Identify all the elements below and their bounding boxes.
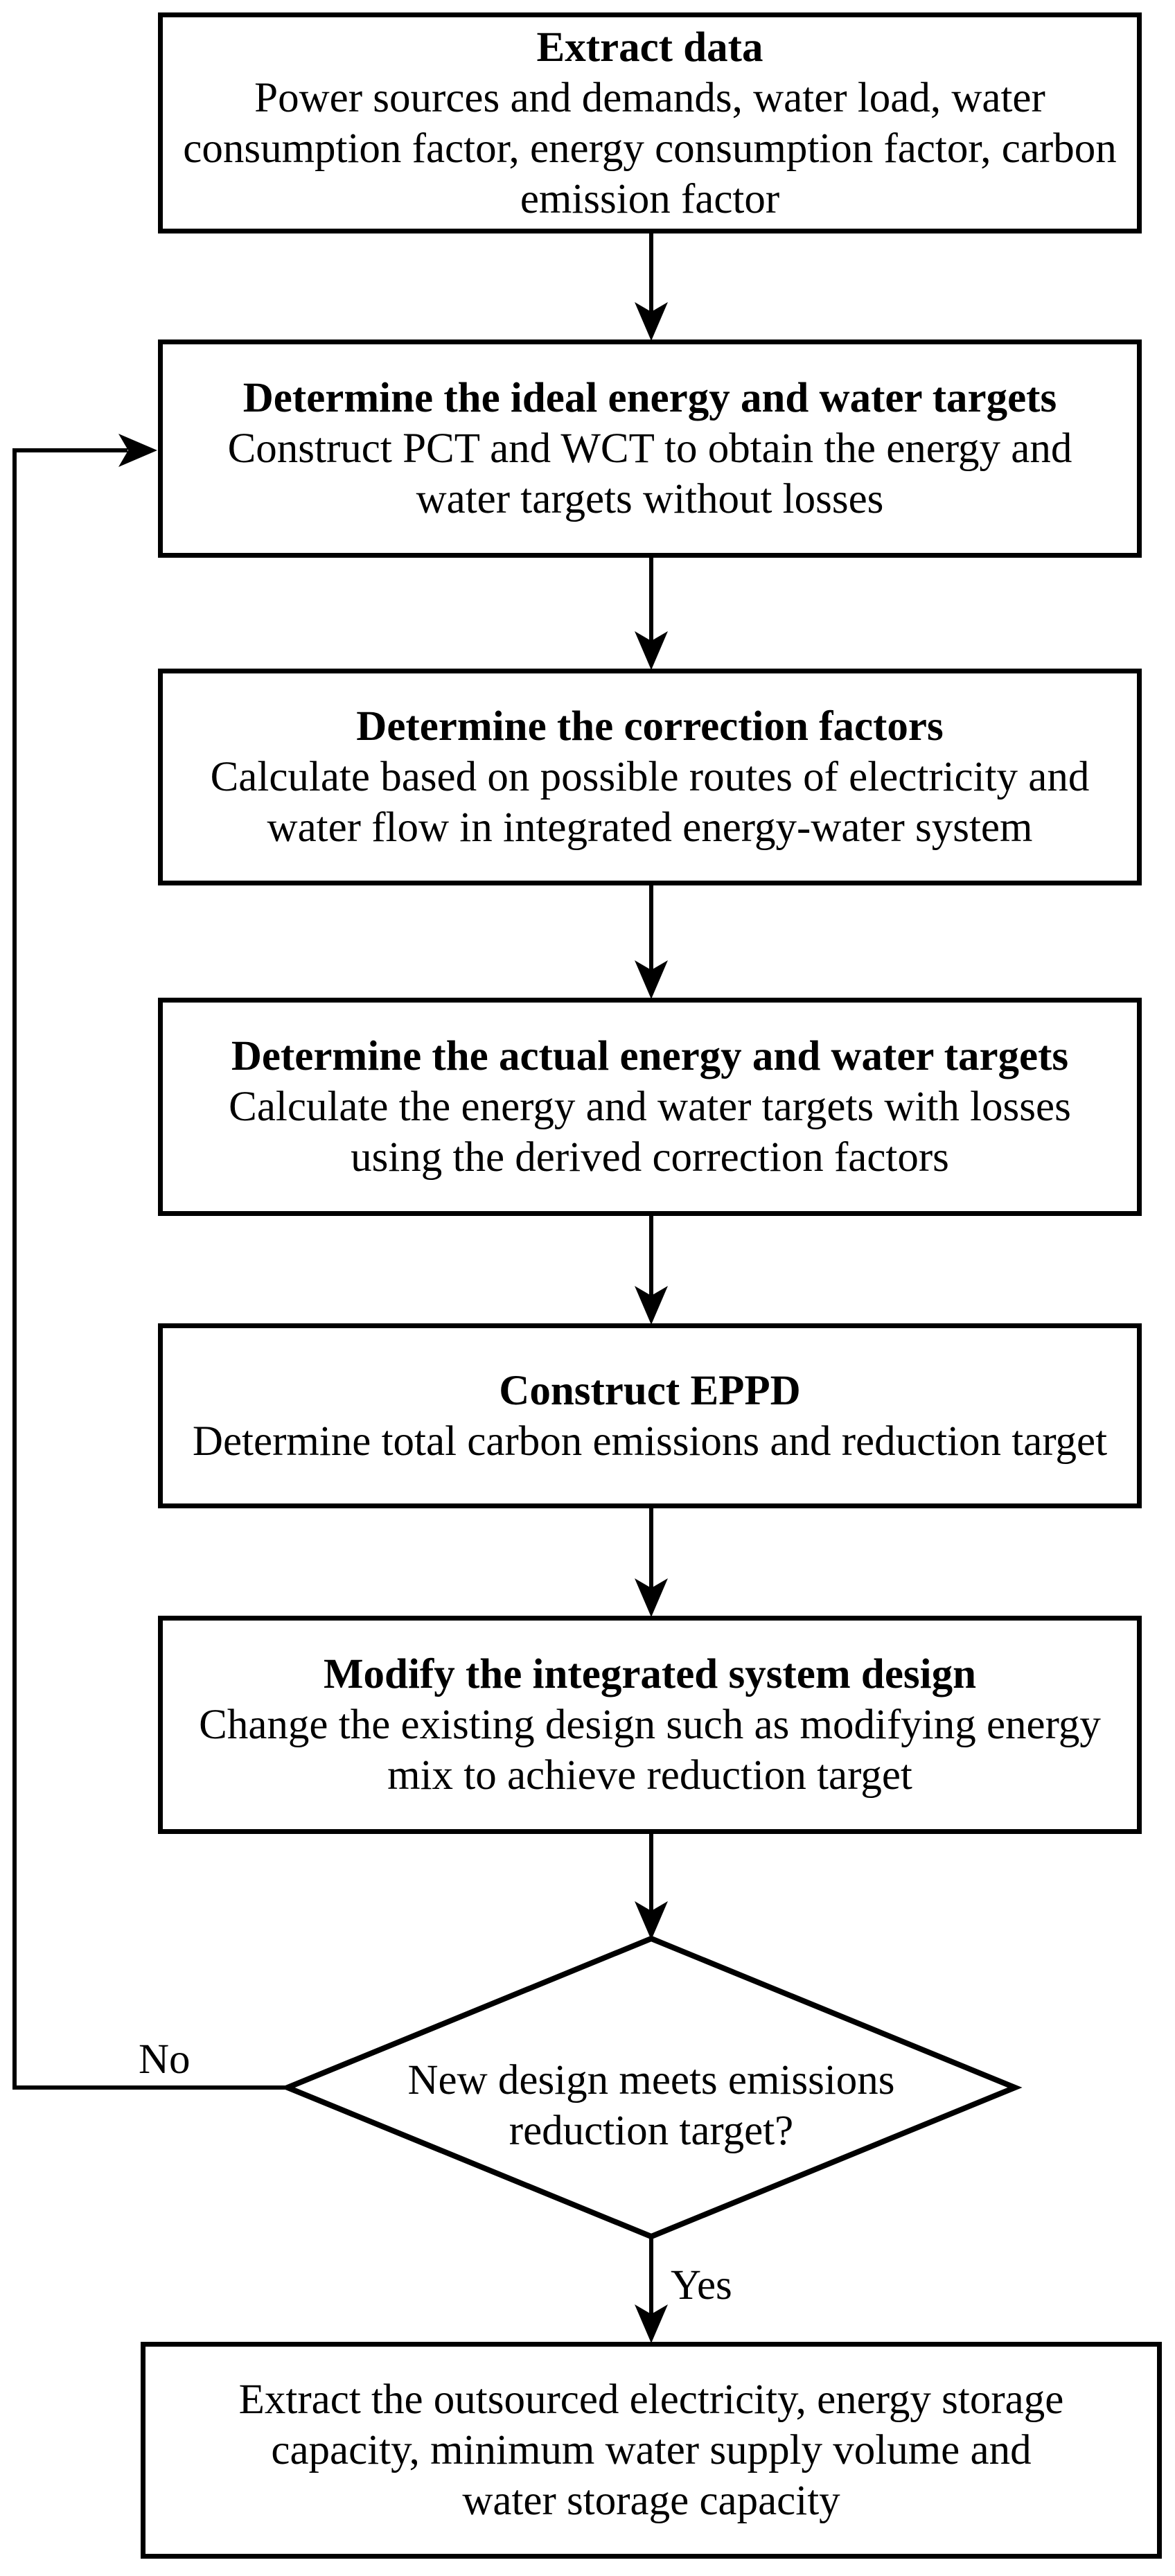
- box-title: Determine the ideal energy and water tar…: [242, 375, 1057, 421]
- box-title: Determine the correction factors: [356, 703, 944, 750]
- process-box-construct-eppd: Construct EPPD Determine total carbon em…: [158, 1323, 1142, 1508]
- box-line: water flow in integrated energy-water sy…: [267, 804, 1033, 851]
- arrow-modify-to-decision: [635, 1834, 668, 1940]
- terminal-box-results: Extract the outsourced electricity, ener…: [141, 2342, 1162, 2559]
- box-line: mix to achieve reduction target: [387, 1752, 912, 1799]
- process-box-ideal-targets: Determine the ideal energy and water tar…: [158, 339, 1142, 558]
- decision-diamond-label: New design meets emissions reduction tar…: [357, 2055, 946, 2156]
- box-line: Construct PCT and WCT to obtain the ener…: [227, 425, 1072, 472]
- arrow-correction-to-actual: [635, 885, 668, 999]
- decision-line: New design meets emissions: [407, 2057, 895, 2103]
- box-line: using the derived correction factors: [351, 1134, 949, 1181]
- arrow-actual-to-eppd: [635, 1216, 668, 1325]
- process-box-modify-design: Modify the integrated system design Chan…: [158, 1616, 1142, 1834]
- box-line: consumption factor, energy consumption f…: [183, 125, 1117, 172]
- process-box-extract-data: Extract data Power sources and demands, …: [158, 12, 1142, 233]
- process-box-correction-factors: Determine the correction factors Calcula…: [158, 669, 1142, 885]
- no-label: No: [139, 2036, 191, 2083]
- box-title: Modify the integrated system design: [323, 1651, 976, 1697]
- yes-arrow: [635, 2237, 668, 2343]
- box-line: Calculate the energy and water targets w…: [229, 1084, 1071, 1130]
- arrow-ideal-to-correction: [635, 558, 668, 670]
- yes-label: Yes: [671, 2262, 732, 2309]
- box-line: Determine total carbon emissions and red…: [192, 1418, 1108, 1465]
- box-title: Construct EPPD: [499, 1367, 801, 1414]
- box-line: water targets without losses: [416, 476, 884, 522]
- box-title: Extract data: [536, 24, 763, 71]
- decision-diamond: [280, 1935, 1023, 2240]
- box-line: Change the existing design such as modif…: [199, 1702, 1101, 1748]
- decision-line: reduction target?: [509, 2108, 794, 2154]
- process-box-actual-targets: Determine the actual energy and water ta…: [158, 998, 1142, 1216]
- no-loop-arrow: [12, 434, 288, 2090]
- arrow-extract-to-ideal: [635, 233, 668, 341]
- box-line: Calculate based on possible routes of el…: [210, 754, 1090, 800]
- box-line: emission factor: [520, 175, 780, 222]
- box-line: Extract the outsourced electricity, ener…: [238, 2376, 1064, 2423]
- box-title: Determine the actual energy and water ta…: [231, 1033, 1069, 1079]
- box-line: Power sources and demands, water load, w…: [254, 74, 1045, 121]
- box-line: water storage capacity: [462, 2478, 840, 2524]
- arrow-eppd-to-modify: [635, 1508, 668, 1617]
- box-line: capacity, minimum water supply volume an…: [271, 2427, 1032, 2473]
